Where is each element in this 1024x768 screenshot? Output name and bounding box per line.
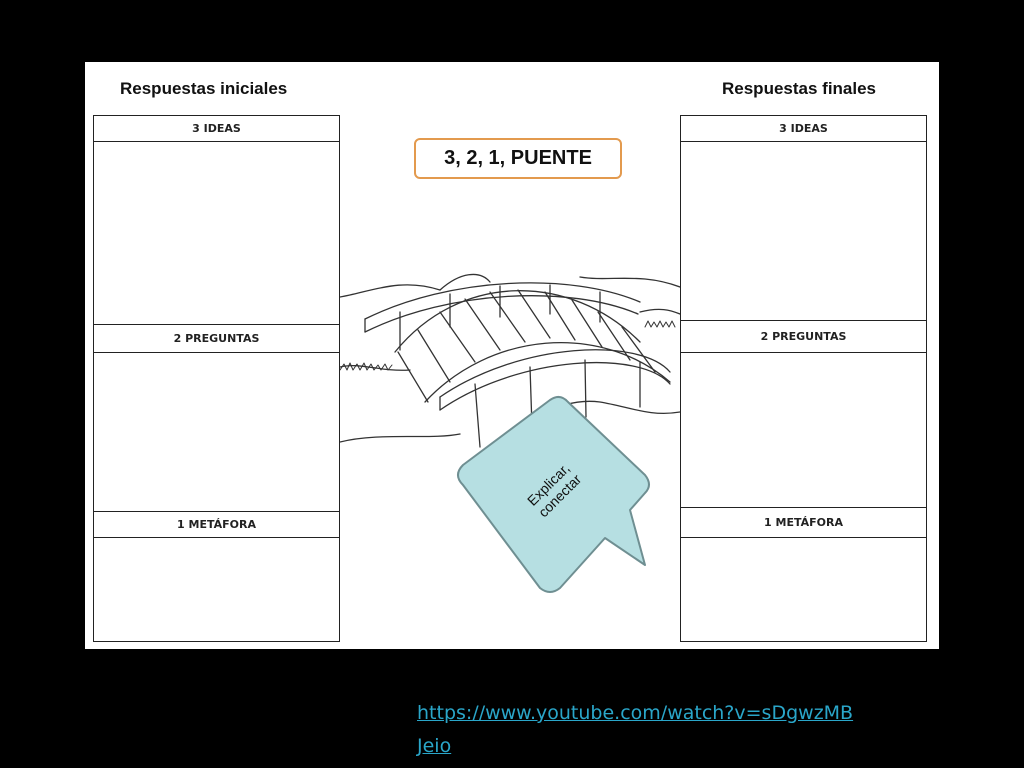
left-section-questions: 2 PREGUNTAS xyxy=(94,326,339,353)
left-section-ideas: 3 IDEAS xyxy=(94,116,339,142)
center-title: 3, 2, 1, PUENTE xyxy=(414,138,622,179)
left-section-metaphor: 1 METÁFORA xyxy=(94,513,339,538)
speech-bubble xyxy=(457,396,650,593)
youtube-link[interactable]: https://www.youtube.com/watch?v=sDgwzMB … xyxy=(417,697,917,763)
left-column: 3 IDEAS 2 PREGUNTAS 1 METÁFORA xyxy=(93,115,340,642)
right-column-title: Respuestas finales xyxy=(722,79,877,98)
link-line-2[interactable]: Jeio xyxy=(417,735,452,757)
worksheet: Respuestas iniciales 3 IDEAS 2 PREGUNTAS… xyxy=(85,62,939,649)
right-column: 3 IDEAS 2 PREGUNTAS 1 METÁFORA xyxy=(680,115,927,642)
right-divider xyxy=(681,507,926,508)
link-line-1[interactable]: https://www.youtube.com/watch?v=sDgwzMB xyxy=(417,702,854,724)
right-section-questions: 2 PREGUNTAS xyxy=(681,322,926,353)
right-divider xyxy=(681,320,926,321)
right-section-metaphor: 1 METÁFORA xyxy=(681,509,926,538)
left-divider xyxy=(94,324,339,325)
left-divider xyxy=(94,511,339,512)
right-section-ideas: 3 IDEAS xyxy=(681,116,926,142)
left-column-title: Respuestas iniciales xyxy=(120,79,288,98)
